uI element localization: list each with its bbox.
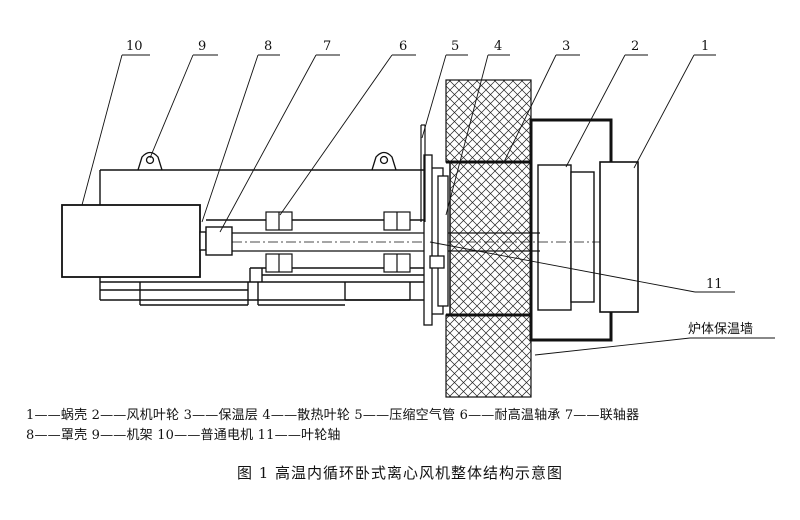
insulation-layer bbox=[449, 161, 533, 316]
callout-11: 11 bbox=[706, 277, 723, 292]
callout-4: 4 bbox=[494, 39, 502, 54]
callout-2: 2 bbox=[631, 39, 639, 54]
high-temp-bearings bbox=[265, 211, 411, 273]
cooling-impeller bbox=[423, 154, 449, 326]
figure-caption: 图 1 高温内循环卧式离心风机整体结构示意图 bbox=[236, 464, 564, 482]
callout-8: 8 bbox=[264, 39, 272, 54]
callout-1: 1 bbox=[701, 39, 709, 54]
callout-3: 3 bbox=[562, 39, 570, 54]
callout-5: 5 bbox=[451, 39, 459, 54]
leader-lines bbox=[81, 54, 775, 356]
fan-structure-diagram: 10 9 8 7 6 5 4 3 2 1 11 炉体保温墙 bbox=[61, 39, 775, 398]
ordinary-motor bbox=[61, 204, 201, 278]
callout-10: 10 bbox=[126, 39, 143, 54]
legend-line-1: 1——蜗壳 2——风机叶轮 3——保温层 4——散热叶轮 5——压缩空气管 6—… bbox=[26, 408, 640, 423]
lifting-lugs bbox=[137, 151, 397, 171]
fan-impeller bbox=[537, 164, 595, 311]
impeller-shaft bbox=[232, 232, 600, 252]
furnace-insulation-wall bbox=[445, 79, 532, 398]
compressed-air-pipe bbox=[420, 124, 426, 222]
coupling bbox=[199, 226, 233, 256]
legend-line-2: 8——罩壳 9——机架 10——普通电机 11——叶轮轴 bbox=[26, 428, 341, 443]
callout-6: 6 bbox=[399, 39, 407, 54]
callout-9: 9 bbox=[198, 39, 206, 54]
callout-7: 7 bbox=[323, 39, 331, 54]
callout-furnace-wall: 炉体保温墙 bbox=[688, 322, 753, 337]
